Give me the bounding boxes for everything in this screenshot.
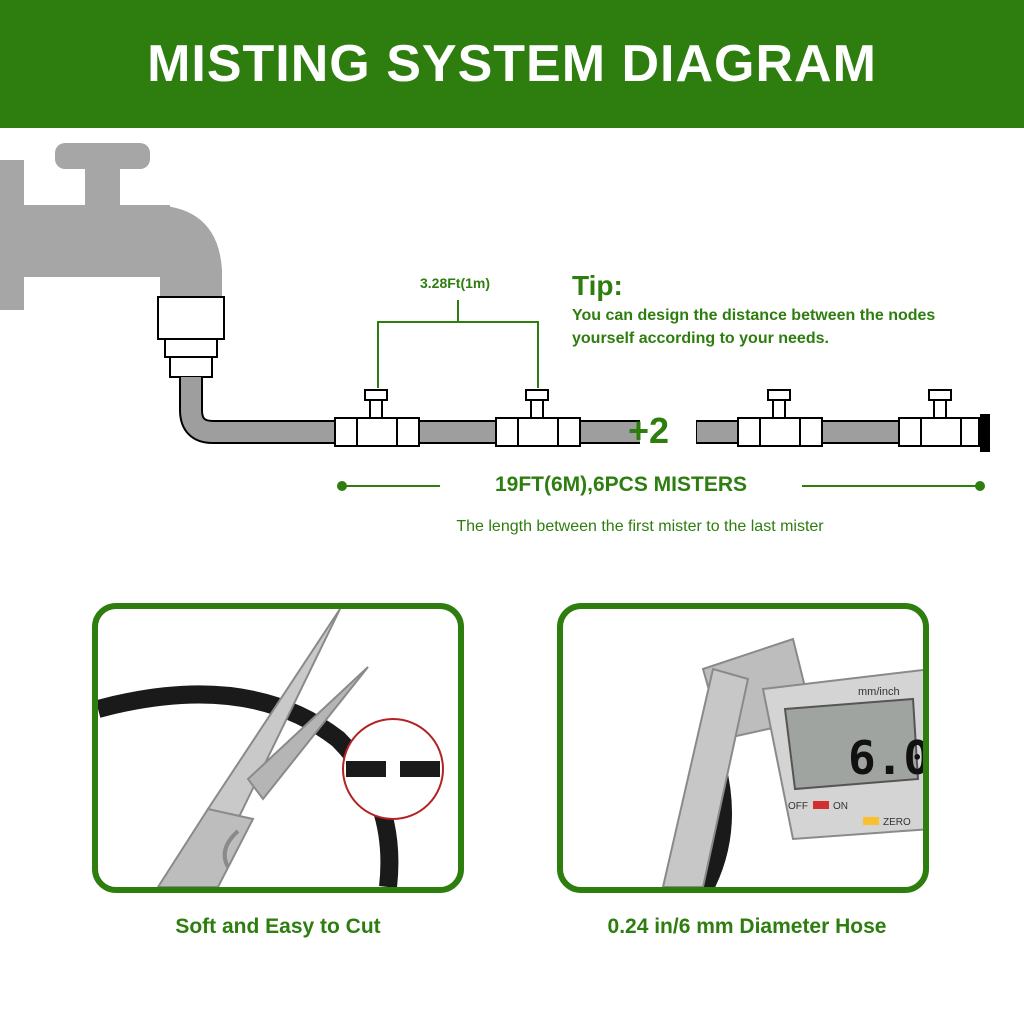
- caliper-zero-button: [863, 817, 879, 825]
- mister-tee-icon: [898, 389, 980, 447]
- spacing-label: 3.28Ft(1m): [419, 275, 491, 291]
- hose-connector-icon: [157, 296, 225, 378]
- caliper-illustration: mm/inch 6.0 OFF ON ZERO: [661, 637, 929, 887]
- caliper-on-label: ON: [833, 801, 848, 812]
- plus-label: +2: [628, 410, 670, 451]
- hose-line: [179, 377, 990, 452]
- tip-heading: Tip:: [572, 270, 623, 301]
- cut-detail-zoom: [342, 718, 444, 820]
- scissors-illustration: [98, 609, 444, 887]
- feature-caption-diameter: 0.24 in/6 mm Diameter Hose: [607, 915, 887, 938]
- length-caption: The length between the first mister to t…: [456, 518, 824, 535]
- misting-diagram: [0, 143, 990, 491]
- caliper-display: 6.0: [848, 731, 929, 785]
- scissors-icon: [156, 609, 369, 887]
- mister-tee-icon: [737, 389, 823, 447]
- caliper-zero-label: ZERO: [883, 817, 911, 828]
- length-label: 19FT(6M),6PCS MISTERS: [440, 473, 802, 497]
- spacing-bracket: [377, 300, 539, 388]
- caliper-unit-label: mm/inch: [858, 686, 900, 698]
- caliper-off-label: OFF: [788, 801, 808, 812]
- cut-feature-panel: [92, 603, 464, 893]
- faucet-icon: [0, 143, 222, 310]
- diameter-feature-panel: mm/inch 6.0 OFF ON ZERO: [557, 603, 929, 893]
- mister-tee-icon: [334, 389, 420, 447]
- header-banner: MISTING SYSTEM DIAGRAM: [0, 0, 1024, 128]
- mister-tee-icon: [495, 389, 581, 447]
- hose-coil: [98, 685, 399, 887]
- feature-caption-cut: Soft and Easy to Cut: [175, 915, 381, 938]
- tip-text: You can design the distance between the …: [572, 307, 936, 347]
- page-title: MISTING SYSTEM DIAGRAM: [147, 35, 877, 93]
- caliper-icon: [661, 637, 923, 887]
- caliper-off-button: [813, 801, 829, 809]
